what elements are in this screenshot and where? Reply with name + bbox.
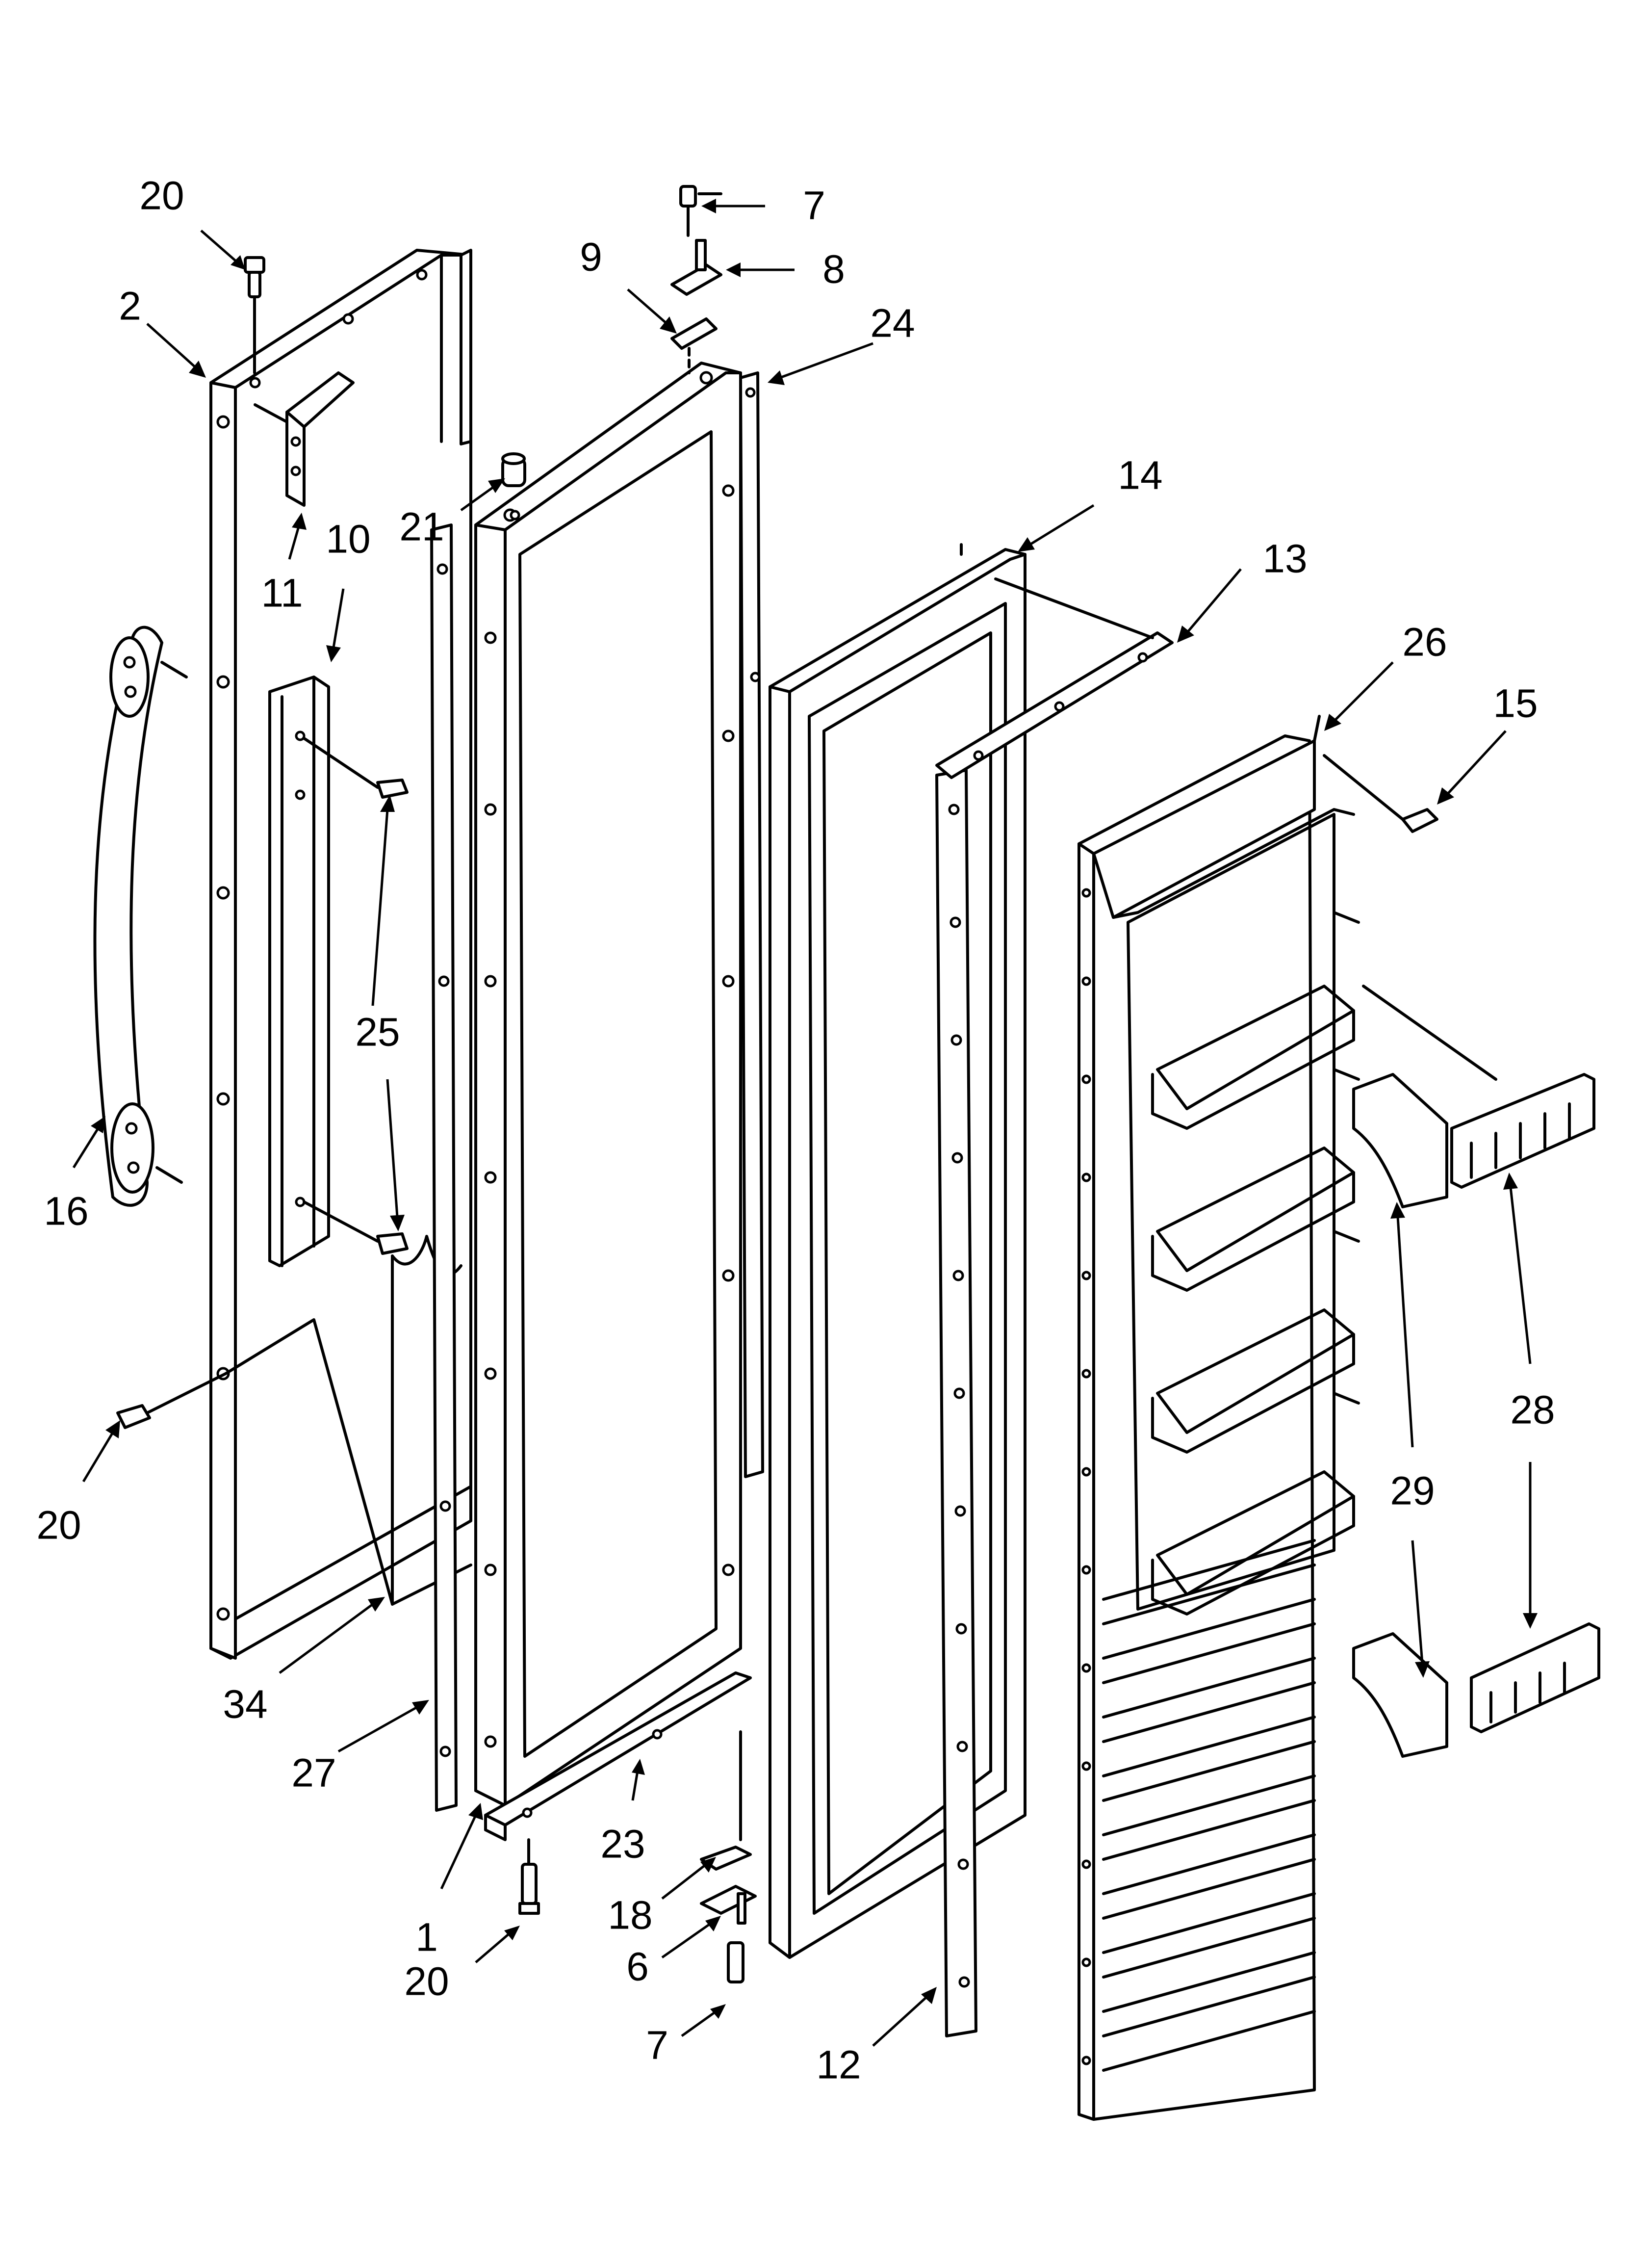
hinge-cap — [501, 452, 526, 521]
callout-18: 18 — [608, 1893, 652, 1938]
callout-2: 2 — [119, 284, 141, 329]
callout-labels: 20 2 7 8 9 24 21 11 10 14 13 26 15 25 16… — [36, 174, 1555, 2087]
top-screw — [244, 256, 265, 374]
callout-8: 8 — [822, 247, 845, 292]
handle-screws — [303, 737, 409, 1255]
callout-20-left: 20 — [36, 1503, 81, 1548]
callout-14: 14 — [1118, 453, 1162, 498]
door-liner-panel — [474, 362, 742, 1807]
shelf-rails — [1362, 985, 1600, 1733]
callout-21: 21 — [399, 505, 444, 549]
gasket-strip — [430, 523, 458, 1812]
outer-door-panel — [209, 249, 472, 1660]
leader-lines — [72, 199, 1538, 2047]
callout-6: 6 — [626, 1945, 649, 1989]
bottom-screw — [518, 1863, 540, 1915]
right-gasket-strip — [739, 371, 764, 1478]
callout-13: 13 — [1262, 537, 1307, 581]
callout-28: 28 — [1510, 1388, 1555, 1433]
callout-7-bottom: 7 — [646, 2023, 668, 2068]
callout-29: 29 — [1390, 1469, 1435, 1513]
handle-channel — [268, 676, 330, 1267]
callout-11: 11 — [261, 571, 303, 616]
callout-7-top: 7 — [803, 183, 825, 228]
liner-ribs — [1102, 1539, 1316, 2072]
callout-34: 34 — [223, 1682, 267, 1727]
callout-10: 10 — [326, 517, 370, 562]
bottom-hinge-strip — [484, 1671, 752, 1866]
top-trim-strip — [935, 577, 1174, 779]
inner-door-liner — [1078, 715, 1355, 2121]
door-shelves — [1151, 911, 1360, 1616]
callout-12: 12 — [816, 2043, 861, 2087]
left-screw — [116, 1372, 227, 1429]
shelf-end-clips — [1352, 1073, 1448, 1758]
callout-27: 27 — [291, 1751, 336, 1796]
door-handle — [93, 626, 188, 1207]
callout-1: 1 — [415, 1915, 438, 1960]
callout-26: 26 — [1402, 620, 1447, 665]
mounting-bracket — [254, 371, 355, 507]
callout-16: 16 — [44, 1189, 88, 1234]
callout-20-bottom: 20 — [404, 1959, 449, 2004]
bottom-hinge-assembly — [700, 1846, 757, 1983]
side-screw — [1323, 754, 1438, 833]
callout-15: 15 — [1493, 681, 1538, 726]
callout-23: 23 — [600, 1822, 645, 1867]
callout-20-top: 20 — [139, 174, 184, 218]
callout-24: 24 — [870, 301, 915, 346]
callout-25: 25 — [355, 1010, 400, 1055]
callout-9: 9 — [580, 235, 602, 280]
top-hinge-assembly — [670, 185, 722, 374]
